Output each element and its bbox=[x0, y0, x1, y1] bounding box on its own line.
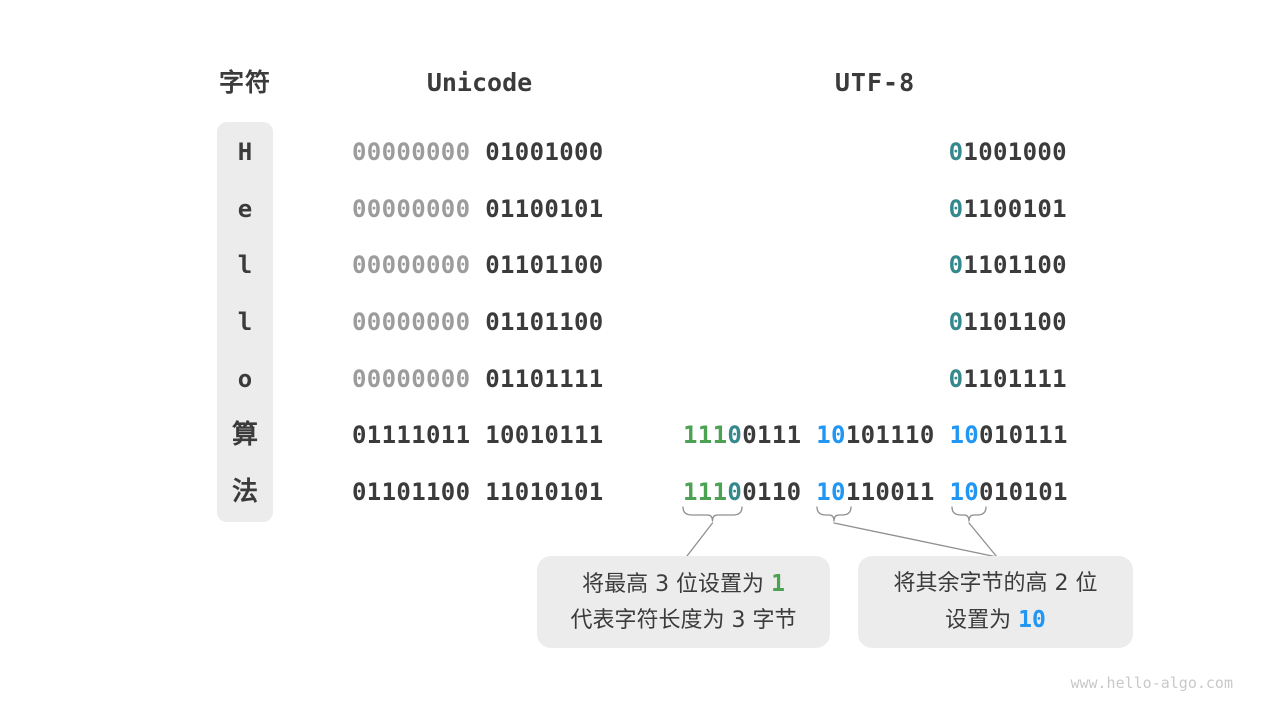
character-label: 算 bbox=[231, 420, 258, 451]
utf8-binary: 11100111 10101110 10010111 bbox=[683, 419, 1067, 451]
binary-segment: 0 bbox=[948, 307, 964, 336]
binary-segment: 10 bbox=[949, 477, 980, 506]
binary-segment: 10 bbox=[949, 421, 980, 450]
character-label: l bbox=[237, 251, 253, 280]
binary-segment: 1101111 bbox=[963, 364, 1067, 393]
utf8-binary: 01101111 bbox=[683, 363, 1067, 395]
utf8-binary: 01101100 bbox=[683, 249, 1067, 281]
unicode-binary: 01101100 11010101 bbox=[352, 476, 604, 508]
header-character-column: 字符 bbox=[218, 68, 271, 97]
binary-segment: 0 bbox=[727, 477, 743, 506]
callout-text-line: 将最高 3 位设置为 1 bbox=[582, 566, 785, 603]
binary-segment: 01101100 bbox=[470, 307, 604, 336]
binary-segment: 00000000 bbox=[352, 251, 471, 280]
binary-segment: 111 bbox=[683, 477, 728, 506]
binary-segment: 1001000 bbox=[963, 138, 1067, 166]
character-label: o bbox=[237, 364, 253, 393]
character-column-background bbox=[217, 122, 273, 522]
callout-text-line: 设置为 10 bbox=[945, 602, 1046, 639]
unicode-binary: 00000000 01101100 bbox=[352, 249, 604, 281]
binary-segment: 1 bbox=[771, 570, 785, 597]
utf8-binary: 01100101 bbox=[683, 193, 1067, 225]
binary-segment: 01001000 bbox=[470, 138, 604, 166]
binary-segment: 0 bbox=[948, 251, 964, 280]
binary-segment: 0 bbox=[948, 194, 964, 223]
binary-segment: 01101100 bbox=[470, 251, 604, 280]
callout-text-line: 代表字符长度为 3 字节 bbox=[571, 603, 797, 639]
binary-segment: 将最高 3 位设置为 bbox=[582, 571, 772, 597]
binary-segment: 00000000 bbox=[352, 138, 471, 166]
binary-segment: 00000000 bbox=[352, 194, 471, 223]
binary-segment: 1100101 bbox=[963, 194, 1067, 223]
utf8-binary: 01101100 bbox=[683, 306, 1067, 338]
binary-segment: 0 bbox=[727, 421, 743, 450]
character-label: l bbox=[237, 307, 253, 336]
binary-segment: 1101100 bbox=[963, 251, 1067, 280]
binary-segment: 00000000 bbox=[352, 307, 471, 336]
utf8-binary: 01001000 bbox=[683, 136, 1067, 168]
binary-segment: 0 bbox=[948, 364, 964, 393]
character-label: e bbox=[237, 194, 253, 223]
binary-segment: 01101100 11010101 bbox=[352, 477, 604, 506]
watermark-url: www.hello-algo.com bbox=[1070, 674, 1233, 692]
binary-segment: 10 bbox=[1018, 606, 1046, 633]
callout-leading-bits: 将最高 3 位设置为 1 代表字符长度为 3 字节 bbox=[537, 556, 830, 648]
character-label: H bbox=[237, 138, 253, 166]
binary-segment: 101110 bbox=[845, 421, 950, 450]
unicode-binary: 00000000 01001000 bbox=[352, 136, 604, 168]
binary-segment: 010111 bbox=[979, 421, 1068, 450]
callout-continuation-bits: 将其余字节的高 2 位设置为 10 bbox=[858, 556, 1133, 648]
binary-segment: 01100101 bbox=[470, 194, 604, 223]
binary-segment: 110011 bbox=[845, 477, 950, 506]
unicode-binary: 00000000 01101100 bbox=[352, 306, 604, 338]
binary-segment: 010101 bbox=[979, 477, 1068, 506]
binary-segment: 0111 bbox=[742, 421, 817, 450]
unicode-binary: 00000000 01100101 bbox=[352, 193, 604, 225]
binary-segment: 10 bbox=[816, 477, 846, 506]
header-utf8-column: UTF-8 bbox=[834, 68, 916, 97]
unicode-binary: 01111011 10010111 bbox=[352, 419, 604, 451]
binary-segment: 00000000 bbox=[352, 364, 471, 393]
unicode-binary: 00000000 01101111 bbox=[352, 363, 604, 395]
binary-segment: 01111011 10010111 bbox=[352, 421, 604, 450]
binary-segment: 代表字符长度为 3 字节 bbox=[570, 607, 797, 633]
binary-segment: 设置为 bbox=[945, 607, 1019, 633]
callout-text-line: 将其余字节的高 2 位 bbox=[894, 566, 1098, 602]
binary-segment: 0110 bbox=[742, 477, 817, 506]
binary-segment: 0 bbox=[948, 138, 964, 166]
character-label: 法 bbox=[231, 476, 258, 507]
utf8-binary: 11100110 10110011 10010101 bbox=[683, 476, 1067, 508]
header-unicode-column: Unicode bbox=[426, 68, 533, 97]
binary-segment: 10 bbox=[816, 421, 846, 450]
binary-segment: 01101111 bbox=[470, 364, 604, 393]
binary-segment: 1101100 bbox=[963, 307, 1067, 336]
binary-segment: 将其余字节的高 2 位 bbox=[893, 570, 1098, 596]
binary-segment: 111 bbox=[683, 421, 728, 450]
